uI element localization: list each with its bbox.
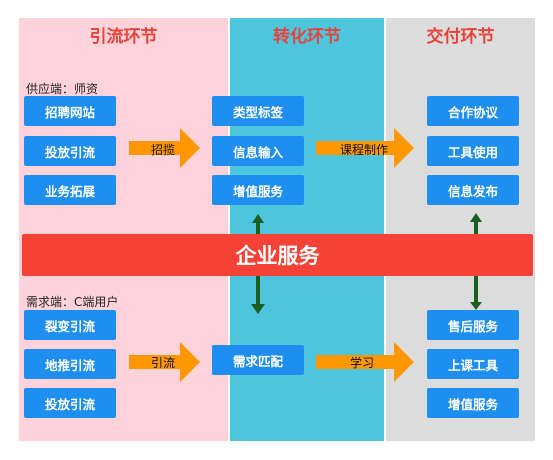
supply-arrow-2-label: 课程制作 <box>340 143 389 157</box>
demand-arrow-1-label: 引流 <box>151 356 176 370</box>
supply-deliver-item: 工具使用 <box>427 136 519 166</box>
demand-acquire-item: 地推引流 <box>24 349 116 379</box>
supply-deliver-item: 合作协议 <box>427 96 519 126</box>
supply-convert-item: 信息输入 <box>212 136 304 166</box>
supply-side-label: 供应端：师资 <box>26 82 99 96</box>
demand-deliver-item: 售后服务 <box>427 310 519 340</box>
supply-convert-item: 增值服务 <box>212 175 304 205</box>
supply-convert-item: 类型标签 <box>212 96 304 126</box>
demand-arrow-2-icon <box>316 342 414 382</box>
supply-acquire-item: 投放引流 <box>24 136 116 166</box>
supply-arrow-2-icon <box>316 128 414 168</box>
demand-arrow-2-label: 学习 <box>350 356 375 370</box>
column-title-deliver: 交付环节 <box>426 27 495 47</box>
supply-arrow-1-label: 招揽 <box>151 143 176 157</box>
column-title-convert: 转化环节 <box>273 27 341 47</box>
demand-acquire-item: 投放引流 <box>24 388 116 418</box>
supply-acquire-item: 业务拓展 <box>24 175 116 205</box>
demand-deliver-item: 增值服务 <box>427 388 519 418</box>
convert-up-arrow-icon <box>252 214 264 234</box>
demand-acquire-item: 裂变引流 <box>24 310 116 340</box>
deliver-down-arrow-icon <box>470 276 482 310</box>
deliver-up-arrow-icon <box>470 213 482 234</box>
demand-deliver-item: 上课工具 <box>427 349 519 379</box>
supply-deliver-item: 信息发布 <box>427 175 519 205</box>
enterprise-service-band: 企业服务 <box>22 234 533 276</box>
convert-down-arrow-icon <box>251 276 265 314</box>
demand-side-label: 需求端：C端用户 <box>26 295 119 309</box>
demand-arrow-1-icon <box>129 342 200 382</box>
column-title-acquire: 引流环节 <box>89 27 158 47</box>
demand-convert-item: 需求匹配 <box>212 345 304 375</box>
supply-acquire-item: 招聘网站 <box>24 96 116 126</box>
supply-arrow-1-icon <box>129 128 200 168</box>
